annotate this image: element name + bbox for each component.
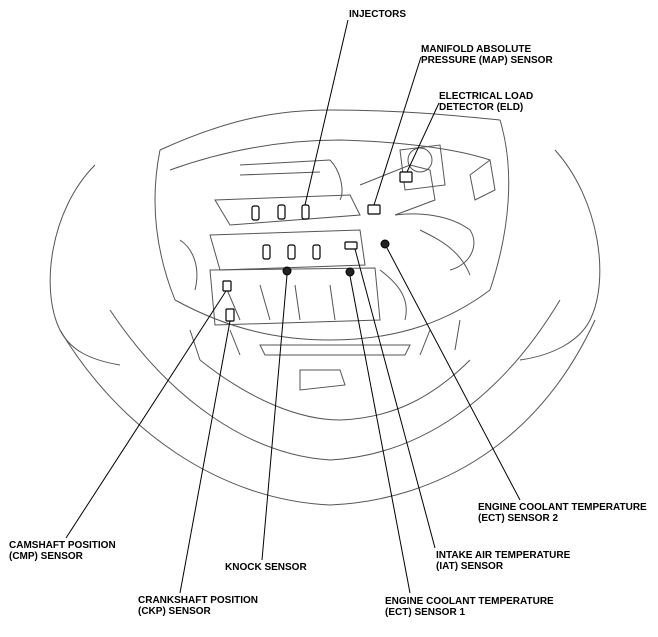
label-line: ENGINE COOLANT TEMPERATURE [478, 502, 647, 513]
label-line: (ECT) SENSOR 1 [385, 607, 466, 618]
label-knock: KNOCK SENSOR [225, 562, 307, 573]
label-line: CRANKSHAFT POSITION [138, 595, 258, 606]
label-iat: INTAKE AIR TEMPERATURE (IAT) SENSOR [436, 550, 570, 572]
label-line: DETECTOR (ELD) [439, 102, 524, 113]
label-line: INTAKE AIR TEMPERATURE [436, 550, 571, 561]
car-body-outline [49, 109, 601, 506]
label-eld: ELECTRICAL LOAD DETECTOR (ELD) [439, 91, 533, 113]
label-line: MANIFOLD ABSOLUTE [421, 44, 532, 55]
label-map-sensor: MANIFOLD ABSOLUTE PRESSURE (MAP) SENSOR [421, 44, 553, 66]
label-line: (CKP) SENSOR [138, 606, 211, 617]
engine-detail [179, 144, 496, 391]
label-line: INJECTORS [349, 9, 407, 20]
label-ect2: ENGINE COOLANT TEMPERATURE (ECT) SENSOR … [478, 502, 647, 524]
label-line: ENGINE COOLANT TEMPERATURE [385, 596, 554, 607]
label-injectors: INJECTORS [349, 9, 406, 20]
label-line: CAMSHAFT POSITION [9, 540, 116, 551]
sensor-parts [222, 171, 413, 322]
label-ckp: CRANKSHAFT POSITION (CKP) SENSOR [138, 595, 258, 617]
label-line: KNOCK SENSOR [225, 562, 307, 573]
label-line: (IAT) SENSOR [436, 561, 504, 572]
label-line: (CMP) SENSOR [9, 551, 83, 562]
label-cmp: CAMSHAFT POSITION (CMP) SENSOR [9, 540, 116, 562]
label-line: ELECTRICAL LOAD [439, 91, 534, 102]
label-line: PRESSURE (MAP) SENSOR [421, 55, 553, 66]
label-line: (ECT) SENSOR 2 [478, 513, 559, 524]
leader-lines [65, 19, 521, 594]
label-ect1: ENGINE COOLANT TEMPERATURE (ECT) SENSOR … [385, 596, 554, 618]
